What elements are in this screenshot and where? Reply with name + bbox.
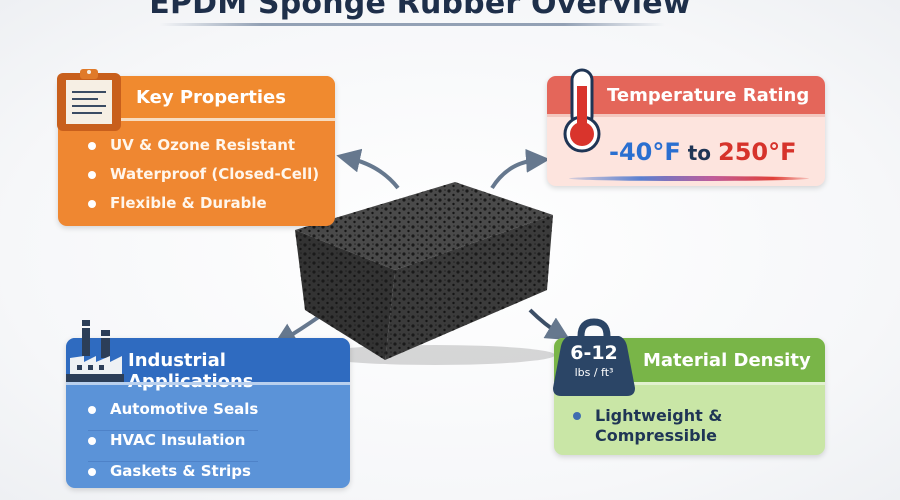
temperature-gradient-bar [569,176,809,181]
key-properties-list: UV & Ozone Resistant Waterproof (Closed-… [88,136,319,223]
density-list: Lightweight & Compressible [573,406,725,446]
temperature-heading: Temperature Rating [607,85,810,106]
weight-icon: 6-12 lbs / ft³ [553,316,635,398]
temperature-connector: to [680,141,718,165]
list-item: UV & Ozone Resistant [88,136,319,165]
list-item: Gaskets & Strips [88,462,258,488]
key-properties-heading: Key Properties [136,87,286,108]
page-title: EPDM Sponge Rubber Overview [149,0,691,21]
clipboard-icon [57,69,121,131]
industrial-heading: Industrial Applications [128,350,254,392]
arrow-to-temperature [490,148,550,190]
arrow-to-density [528,308,571,341]
arrow-to-key-properties [336,148,400,190]
divider [547,114,825,117]
divider [554,382,825,385]
temperature-low: -40°F [609,138,681,166]
temperature-range: -40°F to 250°F [609,138,797,166]
factory-icon [66,320,124,382]
density-unit: lbs / ft³ [574,366,614,379]
thermometer-icon [563,68,601,153]
list-item: Automotive Seals [88,400,259,431]
list-item: Waterproof (Closed-Cell) [88,165,319,194]
density-value: 6-12 [570,342,618,364]
temperature-high: 250°F [718,138,797,166]
list-item: Flexible & Durable [88,194,319,223]
divider [66,382,350,385]
title-divider [160,23,665,26]
industrial-list: Automotive Seals HVAC Insulation Gaskets… [88,400,259,488]
divider [58,118,335,121]
sponge-image [295,182,555,365]
list-item: Lightweight & Compressible [573,406,725,446]
list-item: HVAC Insulation [88,431,259,462]
density-heading: Material Density [643,350,811,371]
